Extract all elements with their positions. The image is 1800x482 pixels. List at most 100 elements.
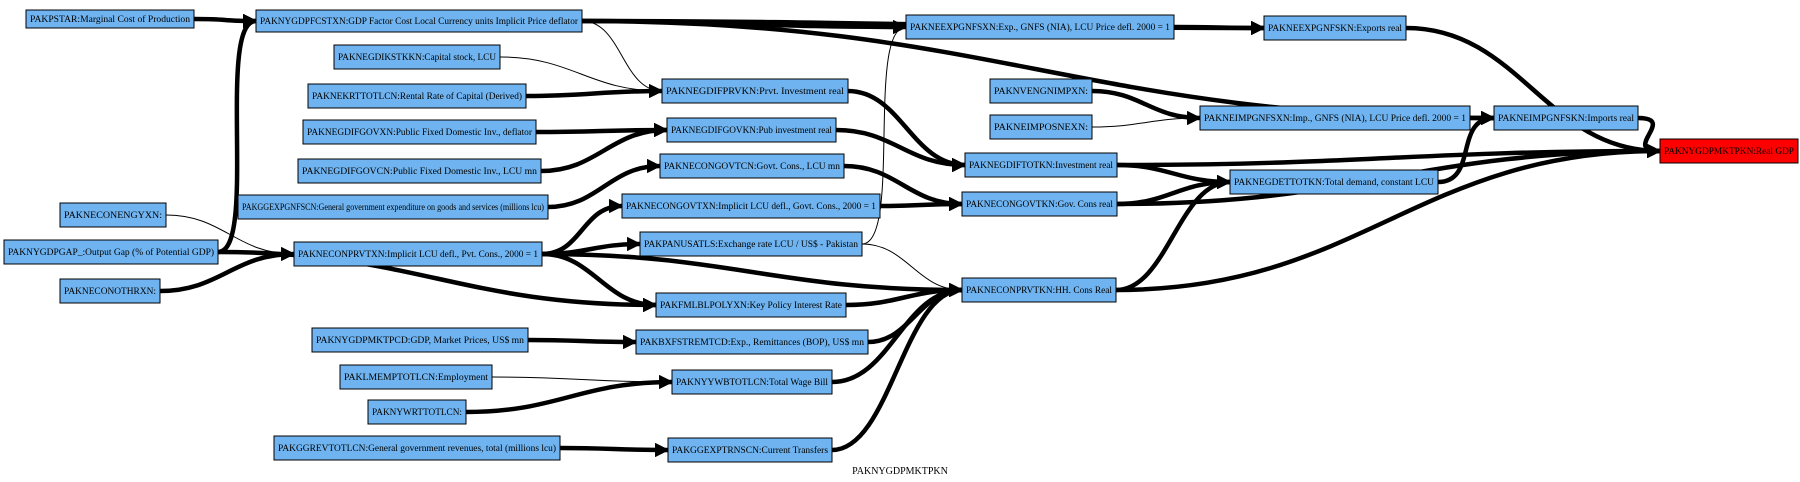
edge-pakpstar-to-paknygdpfcstxn xyxy=(191,13,259,29)
node-label: PAKNEEXPGNFSXN:Exp., GNFS (NIA), LCU Pri… xyxy=(910,22,1170,32)
node-pakneconlgovtcn[interactable]: PAKNECONGOVTCN:Govt. Cons., LCU mn xyxy=(659,153,845,179)
node-box xyxy=(961,277,1117,303)
edge-pakneconprvtxn-to-pakfmlblpolyxn xyxy=(539,251,659,313)
node-box xyxy=(3,239,219,265)
node-box xyxy=(255,9,583,33)
node-box xyxy=(661,78,849,104)
node-box xyxy=(1229,169,1439,195)
node-paknegdifgovcn[interactable]: PAKNEGDIFGOVCN:Public Fixed Domestic Inv… xyxy=(297,158,542,184)
node-paknegdiftotkn[interactable]: PAKNEGDIFTOTKN:Investment real xyxy=(964,152,1118,178)
node-label: PAKLMEMPTOTLCN:Employment xyxy=(344,372,489,382)
node-paknegdettotkn[interactable]: PAKNEGDETTOTKN:Total demand, constant LC… xyxy=(1229,169,1439,195)
node-box xyxy=(659,153,845,179)
node-pakneconlgovtkn[interactable]: PAKNECONGOVTKN:Gov. Cons real xyxy=(961,191,1118,217)
node-label: PAKNEIMPOSNEXN: xyxy=(994,122,1088,132)
edge-paknekrttotlcn-to-paknegdifprvkn xyxy=(523,83,665,99)
node-label: PAKFMLBLPOLYXN:Key Policy Interest Rate xyxy=(660,300,842,310)
edge-paknywrttotlcn-to-paknyywbtotlcn xyxy=(463,374,675,415)
edge-pakggexpgnfscn-to-pakneconlgovtcn xyxy=(545,158,663,210)
node-pakneconothrxn[interactable]: PAKNECONOTHRXN: xyxy=(59,278,161,304)
node-box xyxy=(961,191,1118,217)
node-label: PAKNEIMPGNFSKN:Imports real xyxy=(1498,113,1635,123)
node-paknegdifprvkn[interactable]: PAKNEGDIFPRVKN:Prvt. Investment real xyxy=(661,78,849,104)
node-paknegdifgovkn[interactable]: PAKNEGDIFGOVKN:Pub investment real xyxy=(666,117,837,143)
node-pakneconprvtxn[interactable]: PAKNECONPRVTXN:Implicit LCU defl., Pvt. … xyxy=(293,241,543,267)
node-box xyxy=(989,78,1093,104)
node-pakneexpgnfsxn[interactable]: PAKNEEXPGNFSXN:Exp., GNFS (NIA), LCU Pri… xyxy=(905,14,1175,40)
node-box xyxy=(367,399,467,425)
edge-paknegdifprvkn-to-paknegdiftotkn xyxy=(845,88,968,173)
node-pakpstar[interactable]: PAKPSTAR:Marginal Cost of Production xyxy=(25,9,195,29)
node-paklmemptotlcn[interactable]: PAKLMEMPTOTLCN:Employment xyxy=(339,364,493,390)
node-label: PAKNEGDIFGOVKN:Pub investment real xyxy=(671,125,833,135)
edge-paknygdpgap-to-paknygdpfcstxn xyxy=(215,13,259,255)
node-box xyxy=(635,329,869,355)
edge-pakneconprvtkn-to-paknegdettotkn xyxy=(1113,174,1233,293)
node-pakneconengyxn[interactable]: PAKNECONENGYXN: xyxy=(59,202,167,228)
node-label: PAKNYWRTTOTLCN: xyxy=(372,407,462,417)
node-box xyxy=(621,193,881,219)
node-pakneimposnexn[interactable]: PAKNEIMPOSNEXN: xyxy=(989,114,1093,140)
node-paknygdpmktpcd[interactable]: PAKNYGDPMKTPCD:GDP, Market Prices, US$ m… xyxy=(311,327,529,353)
node-pakggexpgnfscn[interactable]: PAKGGEXPGNFSCN:General government expend… xyxy=(237,194,549,220)
node-box xyxy=(339,364,493,390)
edge-pakneconprvtkn-to-paknygdpmktpkn xyxy=(1113,143,1663,293)
node-paknygdpmktpkn[interactable]: PAKNYGDPMKTPKN:Real GDP xyxy=(1659,138,1799,164)
node-pakneexpgnfskn[interactable]: PAKNEEXPGNFSKN:Exports real xyxy=(1263,15,1407,41)
edge-pakggrevtotlcn-to-pakggexptrnscn xyxy=(557,442,671,458)
node-box xyxy=(311,327,529,353)
node-paknyywbtotlcn[interactable]: PAKNYYWBTOTLCN:Total Wage Bill xyxy=(671,369,833,395)
node-label: PAKGGREVTOTLCN:General government revenu… xyxy=(278,443,556,453)
node-paknygdpfcstxn[interactable]: PAKNYGDPFCSTXN:GDP Factor Cost Local Cur… xyxy=(255,9,583,33)
node-box xyxy=(25,9,195,29)
edge-pakneexpgnfskn-to-paknygdpmktpkn xyxy=(1403,25,1663,159)
node-label: PAKGGEXPTRNSCN:Current Transfers xyxy=(672,445,829,455)
node-pakbxfstremtcd[interactable]: PAKBXFSTREMTCD:Exp., Remittances (BOP), … xyxy=(635,329,869,355)
edge-pakneexpgnfsxn-to-pakneexpgnfskn xyxy=(1171,20,1267,36)
node-label: PAKNEIMPGNFSXN:Imp., GNFS (NIA), LCU Pri… xyxy=(1204,113,1466,123)
node-paknekrttotlcn[interactable]: PAKNEKRTTOTLCN:Rental Rate of Capital (D… xyxy=(307,83,527,109)
node-pakfmlblpolyxn[interactable]: PAKFMLBLPOLYXN:Key Policy Interest Rate xyxy=(655,292,847,318)
node-label: PAKNYGDPFCSTXN:GDP Factor Cost Local Cur… xyxy=(260,16,578,26)
edge-paknvengnimpxn-to-pakneimpgnfsxn xyxy=(1089,88,1203,126)
node-label: PAKNECONOTHRXN: xyxy=(64,286,156,296)
node-pakpanusatls[interactable]: PAKPANUSATLS:Exchange rate LCU / US$ - P… xyxy=(639,231,863,257)
node-paknywrttotlcn[interactable]: PAKNYWRTTOTLCN: xyxy=(367,399,467,425)
node-paknegdifgovxn[interactable]: PAKNEGDIFGOVXN:Public Fixed Domestic Inv… xyxy=(302,119,537,145)
node-pakggexptrnscn[interactable]: PAKGGEXPTRNSCN:Current Transfers xyxy=(667,437,833,463)
node-label: PAKNEKRTTOTLCN:Rental Rate of Capital (D… xyxy=(312,91,522,101)
node-label: PAKNYGDPMKTPCD:GDP, Market Prices, US$ m… xyxy=(316,335,525,345)
node-label: PAKNECONPRVTXN:Implicit LCU defl., Pvt. … xyxy=(298,249,538,259)
node-pakneimpgnfsxn[interactable]: PAKNEIMPGNFSXN:Imp., GNFS (NIA), LCU Pri… xyxy=(1199,105,1471,131)
node-box xyxy=(1493,105,1639,131)
node-label: PAKGGEXPGNFSCN:General government expend… xyxy=(242,202,544,212)
node-pakggrevtotlcn[interactable]: PAKGGREVTOTLCN:General government revenu… xyxy=(273,435,561,461)
node-label: PAKBXFSTREMTCD:Exp., Remittances (BOP), … xyxy=(640,337,865,347)
node-box xyxy=(667,437,833,463)
node-box xyxy=(333,44,501,70)
node-pakneconlgovtxn[interactable]: PAKNECONGOVTXN:Implicit LCU defl., Govt.… xyxy=(621,193,881,219)
node-box xyxy=(671,369,833,395)
edge-pakneconprvtxn-to-pakneconprvtkn xyxy=(539,251,965,298)
node-label: PAKNEGDIFGOVXN:Public Fixed Domestic Inv… xyxy=(307,127,532,137)
node-box xyxy=(307,83,527,109)
node-box xyxy=(237,194,549,220)
edge-pakneimpgnfskn-to-paknygdpmktpkn xyxy=(1635,115,1663,159)
edge-pakpanusatls-to-pakneexpgnfsxn xyxy=(861,22,907,245)
node-paknygdpgap[interactable]: PAKNYGDPGAP_:Output Gap (% of Potential … xyxy=(3,239,219,265)
node-box xyxy=(1199,105,1471,131)
node-box xyxy=(59,278,161,304)
edge-pakneconothrxn-to-pakneconprvtxn xyxy=(157,246,297,294)
node-label: PAKNECONGOVTXN:Implicit LCU defl., Govt.… xyxy=(626,201,876,211)
node-pakneconprvtkn[interactable]: PAKNECONPRVTKN:HH. Cons Real xyxy=(961,277,1117,303)
node-label: PAKNECONPRVTKN:HH. Cons Real xyxy=(966,285,1113,295)
node-paknvengnimpxn[interactable]: PAKNVENGNIMPXN: xyxy=(989,78,1093,104)
node-box xyxy=(302,119,537,145)
node-paknegdikstkkn[interactable]: PAKNEGDIKSTKKN:Capital stock, LCU xyxy=(333,44,501,70)
node-pakneimpgnfskn[interactable]: PAKNEIMPGNFSKN:Imports real xyxy=(1493,105,1639,131)
node-label: PAKNEGDETTOTKN:Total demand, constant LC… xyxy=(1234,177,1435,187)
node-box xyxy=(1263,15,1407,41)
node-label: PAKNEEXPGNFSKN:Exports real xyxy=(1268,23,1403,33)
node-label: PAKNVENGNIMPXN: xyxy=(994,86,1088,96)
